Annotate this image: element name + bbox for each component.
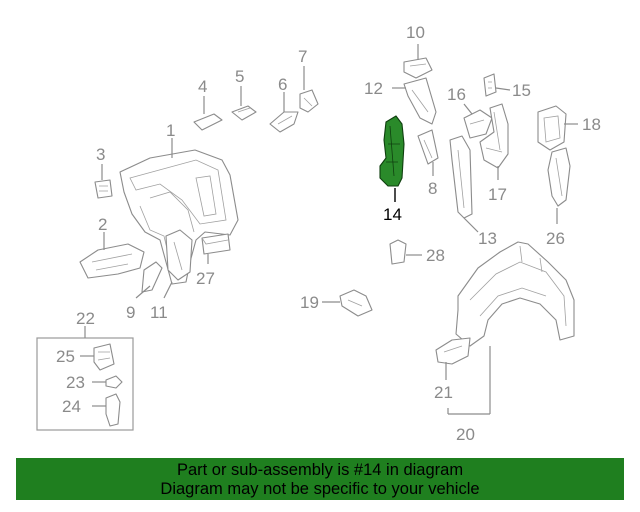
info-banner: Part or sub-assembly is #14 in diagram D… <box>16 458 624 500</box>
callout-13[interactable]: 13 <box>478 229 497 248</box>
callout-20[interactable]: 20 <box>456 425 475 444</box>
part-12-rail[interactable] <box>403 77 437 125</box>
callout-5[interactable]: 5 <box>235 67 244 86</box>
callout-4[interactable]: 4 <box>198 77 207 96</box>
part-27-box[interactable] <box>201 233 231 255</box>
part-5-pad[interactable] <box>231 105 257 121</box>
callout-25[interactable]: 25 <box>56 347 75 366</box>
callout-2[interactable]: 2 <box>98 215 107 234</box>
callout-28[interactable]: 28 <box>426 246 445 265</box>
part-10-plate[interactable] <box>403 57 433 79</box>
part-3-clip[interactable] <box>94 179 113 199</box>
part-14-highlighted-reinforcement[interactable] <box>379 115 405 187</box>
banner-line-2: Diagram may not be specific to your vehi… <box>160 480 480 498</box>
part-21-extension[interactable] <box>435 337 471 365</box>
part-28-block[interactable] <box>389 239 407 265</box>
callout-6[interactable]: 6 <box>278 75 287 94</box>
callout-17[interactable]: 17 <box>488 185 507 204</box>
part-19-bracket[interactable] <box>339 289 373 317</box>
callout-23[interactable]: 23 <box>66 373 85 392</box>
callout-24[interactable]: 24 <box>62 397 81 416</box>
callout-22[interactable]: 22 <box>76 309 95 328</box>
part-18-panel[interactable] <box>537 105 567 151</box>
part-4-pad[interactable] <box>193 113 223 131</box>
part-23-clip[interactable] <box>105 375 123 389</box>
callout-1[interactable]: 1 <box>166 121 175 140</box>
callout-19[interactable]: 19 <box>300 293 319 312</box>
callout-16[interactable]: 16 <box>447 85 466 104</box>
part-26-pillar[interactable] <box>547 147 571 207</box>
part-16-bracket[interactable] <box>463 109 493 139</box>
part-25-bracket[interactable] <box>93 343 115 371</box>
part-2-bracket[interactable] <box>79 243 145 279</box>
callout-27[interactable]: 27 <box>196 269 215 288</box>
callout-numbers: 1 2 3 4 5 6 7 8 9 10 11 12 13 14 15 16 1… <box>56 23 601 444</box>
callout-12[interactable]: 12 <box>364 79 383 98</box>
part-11-pillar[interactable] <box>165 229 193 281</box>
part-20-wheelhouse[interactable] <box>455 241 575 347</box>
callout-10[interactable]: 10 <box>406 23 425 42</box>
part-13-pillar[interactable] <box>449 135 473 219</box>
callout-9[interactable]: 9 <box>126 303 135 322</box>
part-7-bracket[interactable] <box>299 89 319 113</box>
callout-14[interactable]: 14 <box>383 205 402 224</box>
part-15-clip[interactable] <box>483 73 497 97</box>
callout-26[interactable]: 26 <box>546 229 565 248</box>
banner-line-1: Part or sub-assembly is #14 in diagram <box>176 461 464 479</box>
callout-21[interactable]: 21 <box>434 383 453 402</box>
callout-8[interactable]: 8 <box>428 179 437 198</box>
callout-7[interactable]: 7 <box>298 47 307 66</box>
part-9-brace[interactable] <box>141 261 163 293</box>
callout-3[interactable]: 3 <box>96 145 105 164</box>
callout-15[interactable]: 15 <box>512 81 531 100</box>
leader-lines <box>80 44 578 415</box>
part-24-bracket[interactable] <box>105 393 121 427</box>
callout-18[interactable]: 18 <box>582 115 601 134</box>
part-6-bracket[interactable] <box>269 111 299 133</box>
callout-11[interactable]: 11 <box>150 303 168 322</box>
part-8-bracket[interactable] <box>417 129 439 165</box>
